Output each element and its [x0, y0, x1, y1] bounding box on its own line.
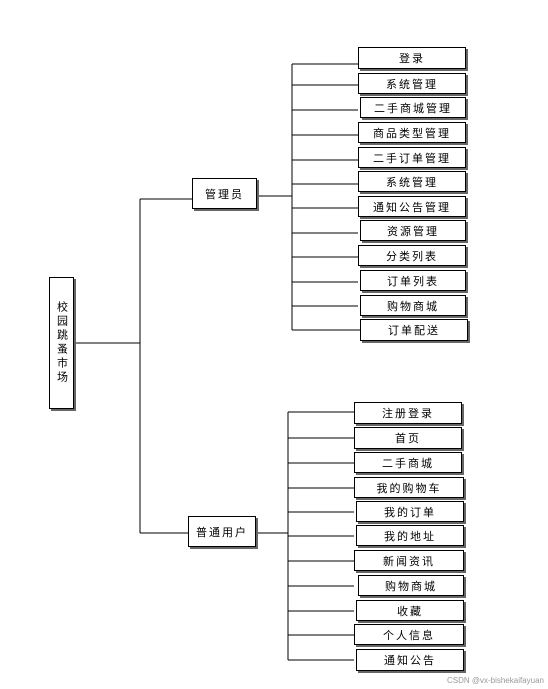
- admin-item-category-list: 分类列表: [358, 245, 466, 266]
- user-item-home: 首页: [354, 427, 462, 449]
- user-item-news: 新闻资讯: [354, 550, 464, 571]
- user-item-my-orders: 我的订单: [356, 501, 464, 522]
- user-item-shopping-mall: 购物商城: [358, 575, 464, 596]
- admin-node: 管理员: [192, 178, 257, 209]
- user-item-personal-info: 个人信息: [354, 624, 464, 645]
- user-item-my-address: 我的地址: [356, 525, 464, 546]
- admin-item-product-type-mgmt: 商品类型管理: [358, 122, 466, 143]
- user-item-my-cart: 我的购物车: [354, 477, 464, 498]
- admin-item-notice-mgmt: 通知公告管理: [358, 196, 466, 217]
- user-node: 普通用户: [188, 516, 256, 547]
- admin-item-system-mgmt: 系统管理: [358, 73, 466, 94]
- admin-item-order-delivery: 订单配送: [360, 319, 468, 341]
- watermark-text: CSDN @vx-bishekaifayuan: [446, 676, 544, 685]
- user-item-secondhand-mall: 二手商城: [354, 452, 462, 473]
- root-node: 校园跳蚤市场: [49, 277, 74, 409]
- user-item-favorites: 收藏: [356, 600, 464, 621]
- admin-item-system-mgmt-2: 系统管理: [358, 171, 466, 192]
- admin-item-resource-mgmt: 资源管理: [360, 220, 466, 241]
- user-item-notices: 通知公告: [356, 649, 464, 671]
- admin-item-order-list: 订单列表: [360, 270, 466, 291]
- admin-item-shopping-mall: 购物商城: [360, 295, 466, 316]
- admin-item-login: 登录: [358, 47, 466, 69]
- admin-item-secondhand-order-mgmt: 二手订单管理: [358, 147, 466, 168]
- admin-item-secondhand-mall-mgmt: 二手商城管理: [360, 97, 466, 118]
- user-item-register-login: 注册登录: [354, 402, 462, 424]
